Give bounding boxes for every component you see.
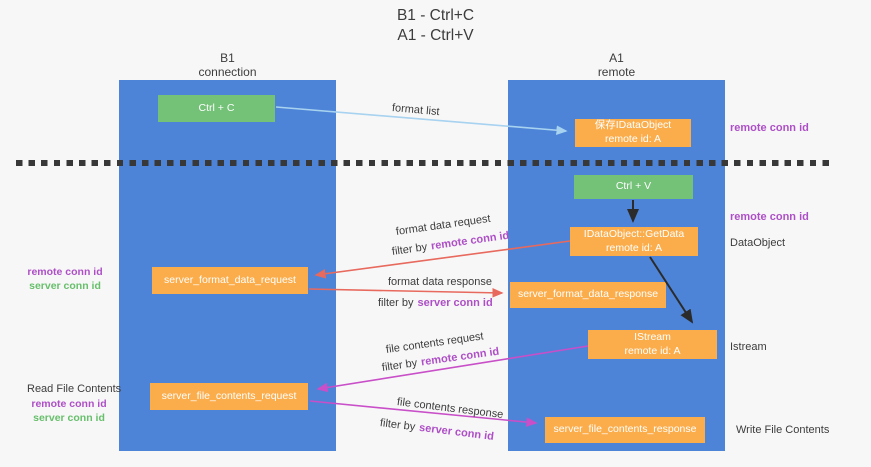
remote-conn-id-annotation-left: remote conn id — [27, 266, 103, 278]
save-idataobject-line1: 保存IDataObject — [594, 119, 672, 132]
istream-line2: remote id: A — [624, 344, 681, 357]
left-column-name: B1 — [220, 51, 235, 65]
title-line-2: A1 - Ctrl+V — [397, 27, 474, 45]
right-column-role: remote — [597, 65, 636, 80]
file-contents-response-label: file contents response — [396, 396, 504, 421]
remote-conn-id-annotation-left-2: remote conn id — [31, 398, 107, 410]
filter-by-text: filter by — [378, 297, 414, 309]
title-line-1: B1 - Ctrl+C — [396, 7, 475, 24]
remote-conn-id-annotation-top: remote conn id — [730, 122, 809, 134]
filter-by-text: filter by — [379, 417, 416, 434]
ctrl-c-label: Ctrl + C — [198, 101, 235, 114]
read-file-contents-annotation: Read File Contents — [27, 383, 122, 395]
dashed-separator — [16, 160, 832, 166]
filter-by-text: filter by — [381, 357, 418, 374]
server-conn-id-annotation-left: server conn id — [29, 279, 101, 292]
istream-line1: IStream — [634, 330, 671, 343]
server-file-contents-response-box: server_file_contents_response — [545, 417, 705, 443]
server-format-data-request-label: server_format_data_request — [164, 273, 296, 286]
server-file-contents-request-box: server_file_contents_request — [150, 383, 308, 410]
ctrl-c-box: Ctrl + C — [158, 95, 275, 122]
server-format-data-response-label: server_format_data_response — [517, 288, 659, 301]
left-column-role: connection — [198, 65, 257, 80]
format-data-response-label: format data response — [388, 276, 492, 288]
istream-annotation: Istream — [730, 341, 767, 353]
format-data-response-arrow — [308, 288, 504, 298]
getdata-line1: IDataObject::GetData — [583, 227, 685, 240]
server-file-contents-request-label: server_file_contents_request — [161, 389, 297, 402]
remote-conn-id-annotation-mid: remote conn id — [730, 211, 809, 223]
left-conn-id-group-bottom: remote conn id server conn id — [28, 398, 110, 425]
ctrl-v-label: Ctrl + V — [615, 180, 652, 193]
getdata-line2: remote id: A — [605, 241, 663, 254]
server-conn-id-text: server conn id — [417, 297, 493, 309]
dataobject-annotation: DataObject — [730, 237, 786, 249]
remote-conn-id-text: remote conn id — [430, 229, 510, 253]
right-column-name: A1 — [609, 51, 624, 65]
save-idataobject-box: 保存IDataObject remote id: A — [575, 119, 691, 147]
format-list-label: format list — [391, 102, 441, 119]
left-conn-id-group-top: remote conn id server conn id — [24, 266, 106, 293]
right-column-header: A1 remote — [508, 51, 725, 80]
idataobject-getdata-box: IDataObject::GetData remote id: A — [570, 227, 698, 256]
server-conn-id-annotation-left-2: server conn id — [33, 411, 105, 424]
diagram-title: B1 - Ctrl+C A1 - Ctrl+V — [0, 6, 871, 46]
write-file-contents-annotation: Write File Contents — [736, 424, 830, 436]
server-file-contents-response-label: server_file_contents_response — [553, 423, 697, 436]
filter-by-text: filter by — [391, 241, 428, 258]
server-format-data-request-box: server_format_data_request — [152, 267, 308, 294]
server-conn-id-text: server conn id — [418, 421, 495, 443]
istream-box: IStream remote id: A — [588, 330, 717, 359]
left-column-header: B1 connection — [119, 51, 336, 80]
server-format-data-response-box: server_format_data_response — [510, 282, 666, 308]
ctrl-v-box: Ctrl + V — [574, 175, 693, 199]
save-idataobject-line2: remote id: A — [604, 133, 662, 145]
